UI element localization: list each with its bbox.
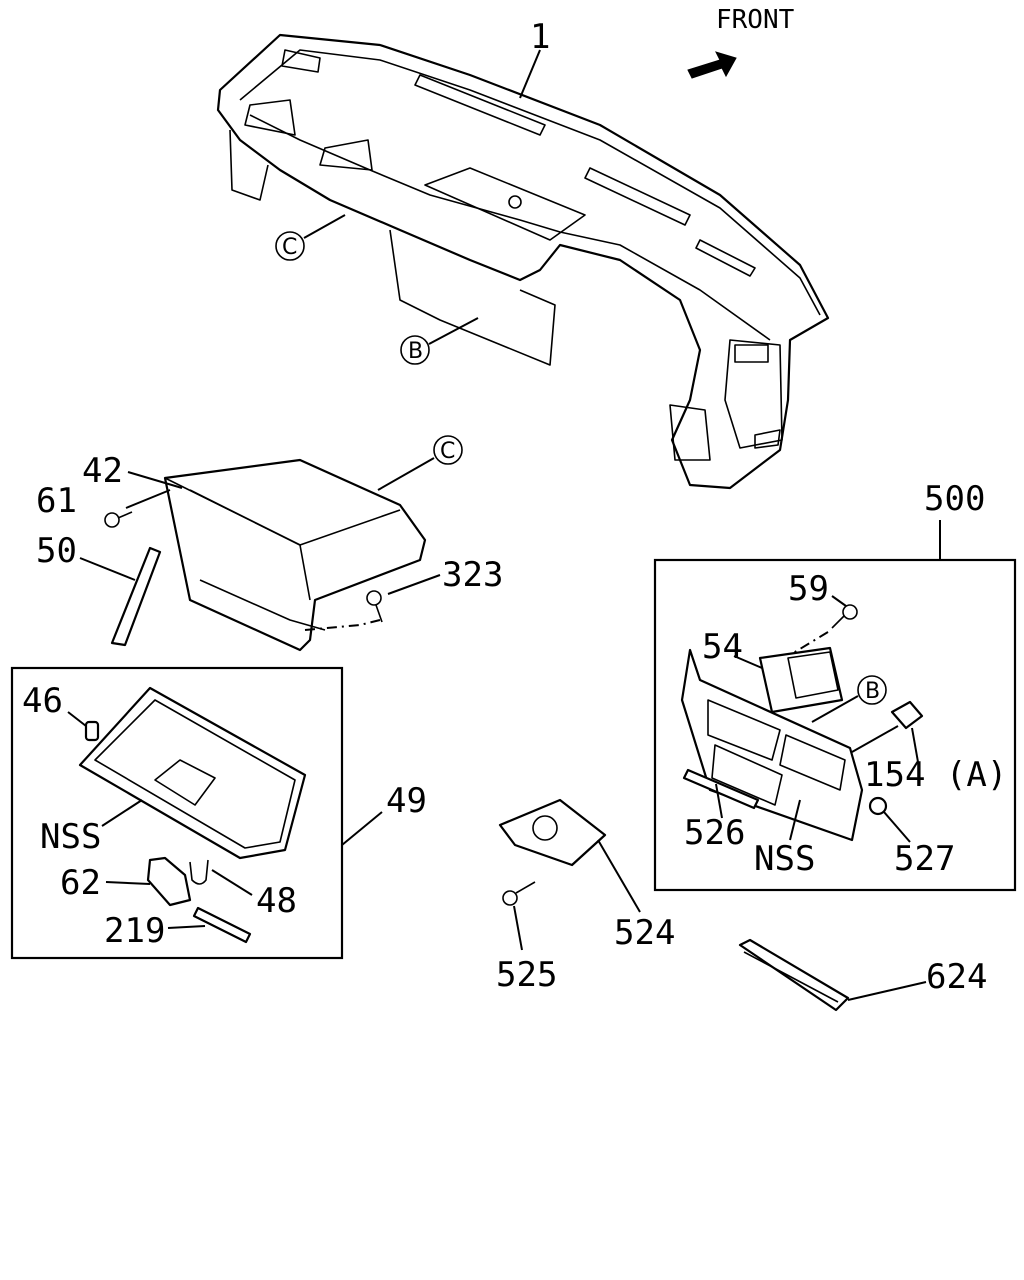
callout-nss-lid: NSS [40,817,101,857]
callout-526: 526 [684,813,745,853]
callout-49: 49 [386,781,427,821]
glovebox-lid [78,686,307,860]
leader-61 [125,489,171,509]
ref-b-bezel-text: B [865,679,880,704]
glove-box [163,458,427,652]
callout-46: 46 [22,681,63,721]
holder-524 [498,798,607,867]
callout-1: 1 [530,17,550,57]
leader-527 [883,811,911,843]
ref-c-glovebox-text: C [440,439,455,464]
leader-49 [341,811,383,846]
leader-525 [513,905,523,951]
clip-154 [890,700,924,730]
callout-54: 54 [702,627,743,667]
callout-500: 500 [924,479,985,519]
leader-nss-bezel [789,799,801,841]
front-arrow-icon [687,51,737,79]
ref-b-top-text: B [408,339,423,364]
ref-mark-c-top: C [275,214,346,261]
leader-59 [831,595,847,607]
ref-mark-b-bezel: B [811,675,887,723]
leader-524 [597,839,641,913]
pin-219 [192,906,252,944]
leader-1 [519,49,541,99]
leader-54 [733,655,763,669]
callout-62: 62 [60,863,101,903]
callout-61: 61 [36,481,77,521]
leader-526 [715,783,723,819]
screw-61 [104,511,133,528]
leader-nss-lid [101,799,143,827]
callout-323: 323 [442,555,503,595]
callout-527: 527 [894,839,955,879]
bolt-59 [831,604,858,629]
leader-323 [387,574,441,595]
callout-nss-bezel: NSS [754,839,815,879]
leader-48 [211,869,253,896]
leader-46 [67,711,87,727]
leader-42 [127,471,183,489]
callout-624: 624 [926,957,987,997]
callout-50: 50 [36,531,77,571]
leader-219 [167,925,206,929]
trim-strip-624 [738,938,850,1012]
callout-59: 59 [788,569,829,609]
clip-527 [868,796,888,816]
bumper-46 [84,720,100,742]
callout-48: 48 [256,881,297,921]
spring-48 [189,859,209,885]
leader-624 [847,981,927,1001]
callout-219: 219 [104,911,165,951]
callout-42: 42 [82,451,123,491]
trim-526 [682,768,760,810]
dash-323 [304,619,381,631]
assembly-box-49 [10,666,344,960]
screw-525 [502,881,536,906]
screw-323 [366,590,383,623]
leader-154 [911,727,919,763]
ref-mark-c-glovebox: C [377,435,463,491]
leader-62 [105,881,151,885]
assembly-box-500 [653,558,1017,892]
bracket-54 [758,646,844,714]
instrument-panel [216,33,830,490]
front-label: FRONT [716,5,795,35]
ref-mark-b-top: B [400,317,479,365]
leader-50 [79,557,136,581]
callout-525: 525 [496,955,557,995]
leader-154-bezel [851,725,899,753]
strip-50 [110,546,162,647]
front-indicator: FRONT [687,5,795,79]
hinge-62 [146,856,192,907]
callout-524: 524 [614,913,675,953]
ref-c-top-text: C [282,235,297,260]
callout-154: 154 (A) [864,755,1007,795]
